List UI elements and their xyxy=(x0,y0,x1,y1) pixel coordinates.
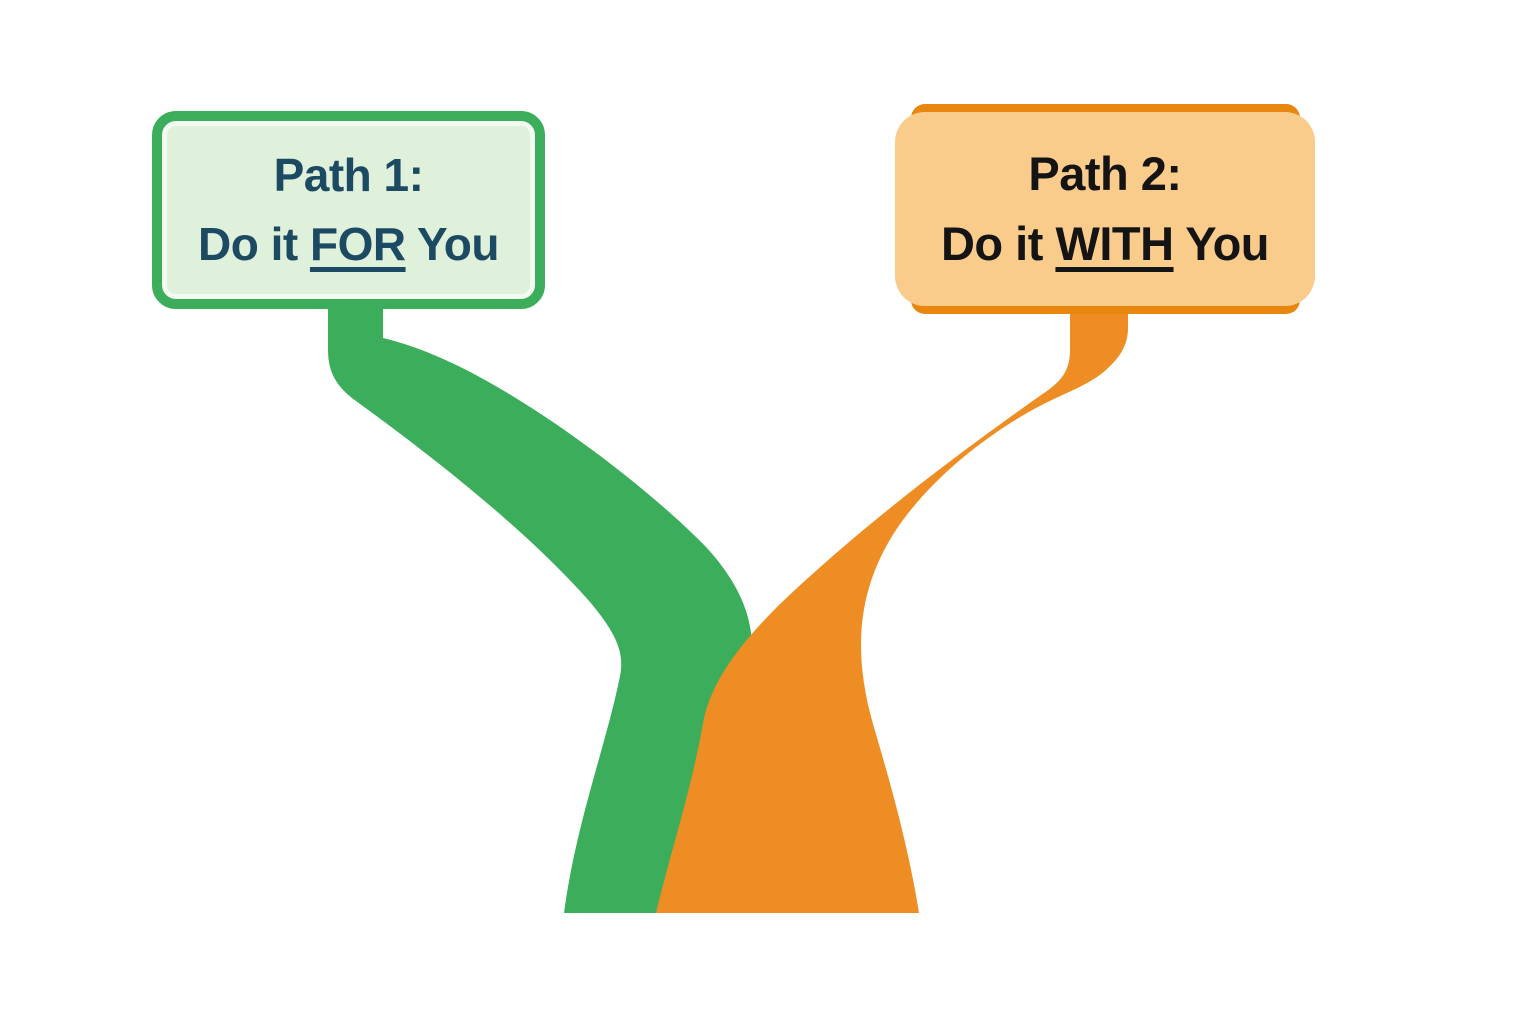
path2-title: Path 2: xyxy=(1028,146,1182,200)
path1-subtitle-emphasis: FOR xyxy=(309,218,406,270)
path2-subtitle-emphasis: WITH xyxy=(1055,217,1174,270)
path2-subtitle-post: You xyxy=(1173,217,1270,270)
path1-title: Path 1: xyxy=(273,149,424,201)
path2-sign: Path 2: Do it WITH You xyxy=(895,112,1315,306)
path2-subtitle-pre: Do it xyxy=(940,217,1056,270)
path1-subtitle-post: You xyxy=(405,218,499,270)
green-road-shape xyxy=(328,290,754,913)
path1-subtitle: Do it FOR You xyxy=(197,210,500,279)
orange-road-shape xyxy=(656,290,1128,913)
path2-subtitle: Do it WITH You xyxy=(940,209,1270,280)
path1-sign: Path 1: Do it FOR You xyxy=(152,111,545,309)
path1-subtitle-pre: Do it xyxy=(197,218,310,270)
